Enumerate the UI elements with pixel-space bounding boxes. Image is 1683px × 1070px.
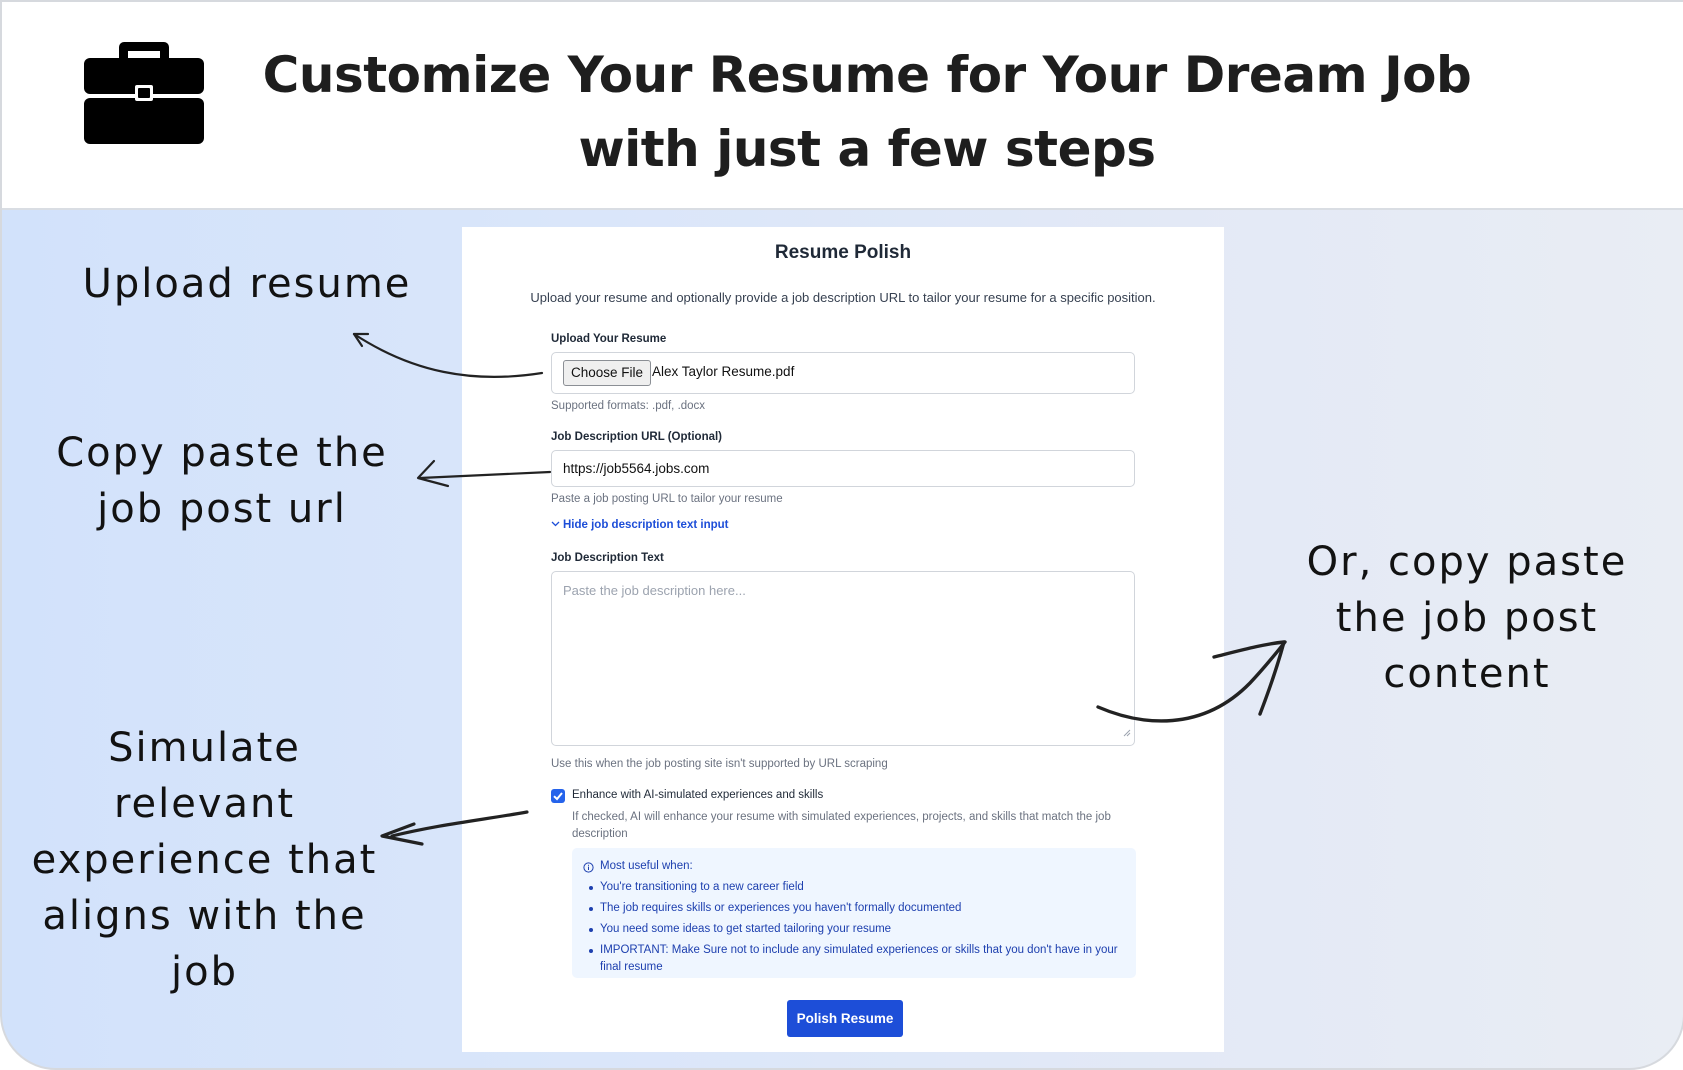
info-item: You need some ideas to get started tailo… bbox=[589, 921, 1120, 938]
headline-line-1: Customize Your Resume for Your Dream Job bbox=[262, 46, 1472, 104]
hide-description-label: Hide job description text input bbox=[563, 519, 729, 531]
annotation-copy-content-line-2: the job post bbox=[1335, 595, 1599, 641]
enhance-description: If checked, AI will enhance your resume … bbox=[572, 811, 1111, 840]
info-icon bbox=[583, 860, 594, 878]
briefcase-icon bbox=[84, 36, 204, 151]
simulate-arrow-head bbox=[380, 822, 424, 846]
description-text-label: Job Description Text bbox=[551, 552, 664, 564]
choose-file-button[interactable]: Choose File bbox=[563, 360, 652, 386]
info-list: You're transitioning to a new career fie… bbox=[589, 879, 1120, 980]
info-item: You're transitioning to a new career fie… bbox=[589, 879, 1120, 896]
selected-file-name: Alex Taylor Resume.pdf bbox=[652, 364, 795, 379]
chevron-down-icon bbox=[551, 518, 560, 530]
resume-polish-form: Resume Polish Upload your resume and opt… bbox=[462, 227, 1224, 1052]
upload-label: Upload Your Resume bbox=[551, 333, 667, 345]
content-arrow-head bbox=[1212, 640, 1286, 716]
headline-line-2: with just a few steps bbox=[578, 120, 1156, 178]
info-item: The job requires skills or experiences y… bbox=[589, 900, 1120, 917]
annotation-copy-url: Copy paste the job post url bbox=[42, 425, 402, 537]
url-arrow bbox=[418, 470, 552, 480]
annotation-simulate-line-3: experience that bbox=[31, 837, 378, 883]
upload-help: Supported formats: .pdf, .docx bbox=[551, 400, 706, 412]
upload-arrow-head bbox=[352, 332, 370, 348]
job-url-value: https://job5564.jobs.com bbox=[563, 461, 710, 476]
annotation-simulate-line-5: job bbox=[171, 949, 238, 995]
annotation-copy-content-line-3: content bbox=[1383, 651, 1551, 697]
description-text-help: Use this when the job posting site isn't… bbox=[551, 758, 888, 770]
job-url-input[interactable]: https://job5564.jobs.com bbox=[551, 450, 1135, 487]
annotation-copy-content: Or, copy paste the job post content bbox=[1292, 534, 1642, 702]
form-subtitle: Upload your resume and optionally provid… bbox=[530, 290, 1156, 305]
annotation-upload: Upload resume bbox=[82, 256, 412, 312]
annotation-copy-url-line-2: job post url bbox=[97, 486, 347, 532]
enhance-label: Enhance with AI-simulated experiences an… bbox=[572, 789, 824, 801]
resume-file-input[interactable]: Choose File Alex Taylor Resume.pdf bbox=[551, 352, 1135, 394]
checkmark-icon bbox=[553, 792, 563, 801]
hide-description-toggle[interactable]: Hide job description text input bbox=[551, 518, 728, 531]
annotation-copy-url-line-1: Copy paste the bbox=[56, 430, 388, 476]
resize-grip-icon[interactable] bbox=[1123, 724, 1131, 742]
polish-resume-button[interactable]: Polish Resume bbox=[787, 1000, 903, 1037]
url-help: Paste a job posting URL to tailor your r… bbox=[551, 493, 783, 505]
simulate-arrow bbox=[390, 810, 529, 838]
url-label: Job Description URL (Optional) bbox=[551, 431, 723, 443]
content-arrow bbox=[1096, 640, 1287, 723]
url-arrow-head bbox=[416, 459, 450, 488]
annotation-copy-content-line-1: Or, copy paste bbox=[1306, 539, 1628, 585]
textarea-placeholder: Paste the job description here... bbox=[563, 583, 746, 598]
header: Customize Your Resume for Your Dream Job… bbox=[2, 2, 1683, 210]
annotation-simulate-line-4: aligns with the bbox=[42, 893, 367, 939]
headline: Customize Your Resume for Your Dream Job… bbox=[232, 38, 1502, 186]
form-title: Resume Polish bbox=[774, 242, 912, 263]
annotation-simulate-line-2: relevant bbox=[113, 781, 296, 827]
job-description-textarea[interactable]: Paste the job description here... bbox=[551, 571, 1135, 746]
annotation-simulate-line-1: Simulate bbox=[108, 725, 301, 771]
info-box: Most useful when: You're transitioning t… bbox=[572, 848, 1136, 978]
annotation-upload-line: Upload resume bbox=[82, 261, 412, 307]
info-title: Most useful when: bbox=[600, 860, 693, 872]
upload-arrow bbox=[352, 332, 544, 378]
enhance-checkbox[interactable] bbox=[551, 789, 565, 803]
info-item: IMPORTANT: Make Sure not to include any … bbox=[589, 942, 1120, 976]
annotation-simulate: Simulate relevant experience that aligns… bbox=[22, 720, 387, 1000]
